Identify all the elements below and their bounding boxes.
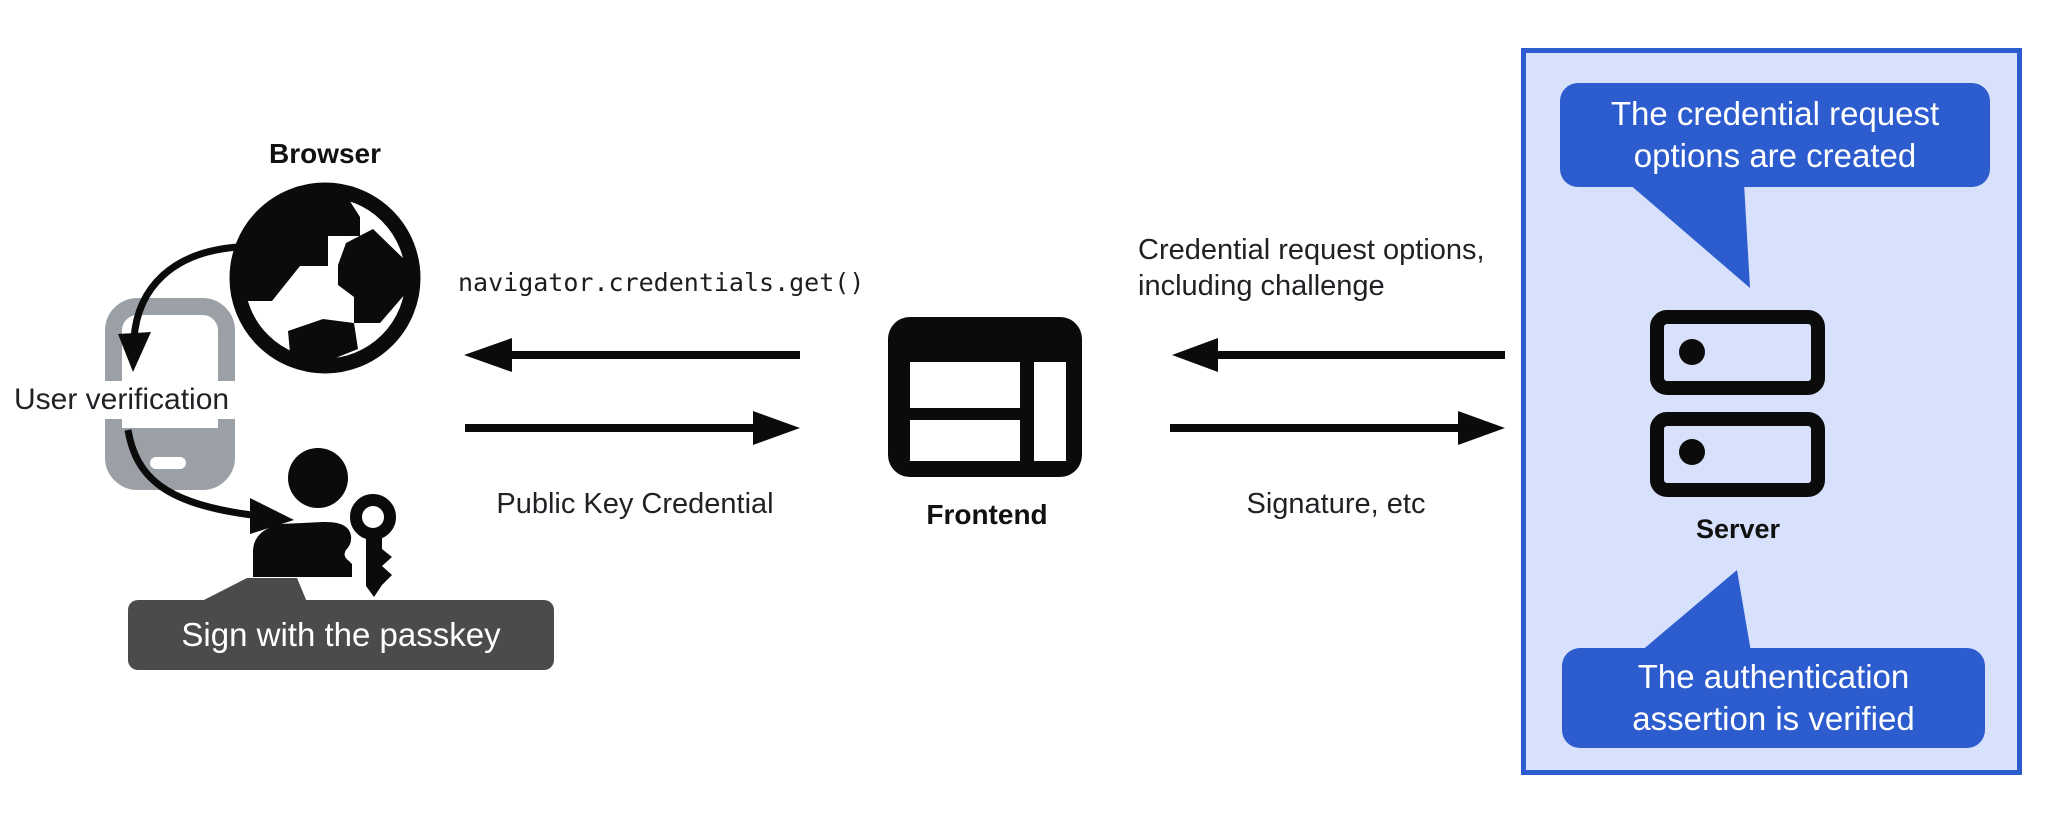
bubble-top-line2: options are created xyxy=(1633,137,1917,174)
arrow-frontend-to-browser xyxy=(464,338,800,372)
arrow-frontend-to-server xyxy=(1170,411,1505,445)
credential-request-label: Credential request options, including ch… xyxy=(1138,232,1485,304)
bubble-top-line1: The credential request xyxy=(1610,95,1940,132)
arrow-server-to-frontend xyxy=(1172,338,1505,372)
code-call-text: navigator.credentials.get() xyxy=(458,268,865,297)
credential-request-line1: Credential request options, xyxy=(1138,234,1485,266)
bubble-assertion-verified: The authentication assertion is verified xyxy=(1562,648,1985,748)
bubble-bottom-tail xyxy=(1640,570,1751,652)
bubble-bottom-line1: The authentication xyxy=(1637,658,1910,695)
passkey-banner: Sign with the passkey xyxy=(128,600,554,670)
user-verification-label: User verification xyxy=(8,381,236,419)
frontend-window-icon xyxy=(888,317,1082,477)
curved-arrow-phone-to-user xyxy=(124,429,294,534)
arrow-browser-to-frontend xyxy=(465,411,800,445)
user-passkey-icon xyxy=(253,448,396,597)
bubble-top-tail xyxy=(1628,183,1750,288)
signature-label: Signature, etc xyxy=(1246,488,1426,520)
browser-label: Browser xyxy=(268,138,382,169)
frontend-label: Frontend xyxy=(926,499,1048,530)
public-key-credential-label: Public Key Credential xyxy=(496,488,774,520)
curved-arrow-browser-to-phone xyxy=(118,243,239,372)
passkey-banner-text: Sign with the passkey xyxy=(181,616,501,653)
server-label: Server xyxy=(1695,514,1781,544)
server-icon xyxy=(1650,310,1825,497)
bubble-bottom-line2: assertion is verified xyxy=(1632,700,1915,737)
credential-request-line2: including challenge xyxy=(1138,270,1385,302)
banner-pointer xyxy=(200,578,307,602)
globe-icon xyxy=(229,182,421,374)
bubble-credential-request-created: The credential request options are creat… xyxy=(1560,83,1990,187)
